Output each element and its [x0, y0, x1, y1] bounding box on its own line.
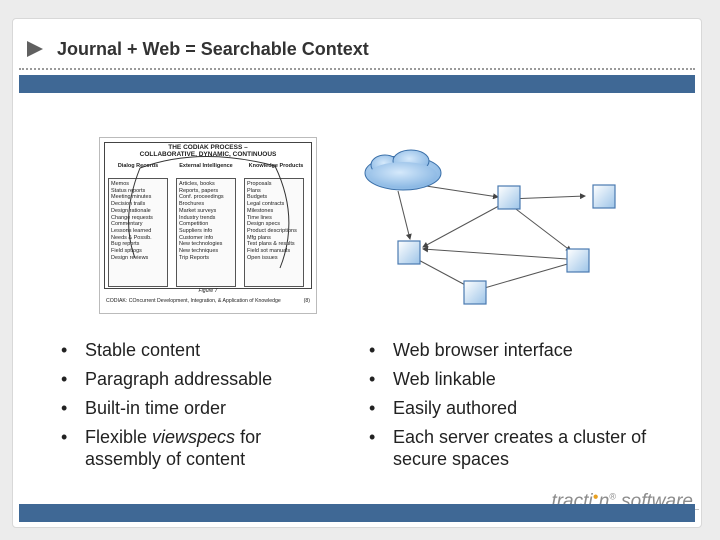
figure-item: Budgets	[247, 194, 268, 201]
logo-dot-icon: ●	[592, 491, 599, 503]
server-node-icon	[497, 185, 521, 210]
bullet-item: Flexible viewspecs for assembly of conte…	[61, 426, 321, 470]
figure-title-line2: COLLABORATIVE, DYNAMIC, CONTINUOUS	[139, 151, 277, 158]
figure-item: Test plans & results	[247, 241, 295, 248]
right-bullet-list: Web browser interface Web linkable Easil…	[369, 339, 689, 477]
bullet-item: Stable content	[61, 339, 321, 361]
figure-caption: CODIAK: COncurrent Development, Integrat…	[106, 298, 281, 304]
bullet-item: Paragraph addressable	[61, 368, 321, 390]
figure-item: Market surveys	[179, 207, 217, 214]
logo-part: n	[598, 491, 610, 512]
bullet-text-rest: for assembly of content	[85, 427, 262, 469]
top-bar	[19, 75, 695, 93]
server-node-icon	[397, 240, 421, 265]
figure-arrows	[128, 156, 290, 269]
bullet-item: Built-in time order	[61, 397, 321, 419]
figure-item: Commentary	[111, 221, 143, 228]
figure-item: Proposals	[247, 181, 272, 187]
slide-title: Journal + Web = Searchable Context	[57, 38, 369, 59]
figure-item: Milestones	[247, 207, 274, 214]
title-arrow-icon	[27, 41, 43, 57]
bullet-item: Each server creates a cluster of secure …	[369, 426, 689, 470]
figure-item: Conf. proceedings	[179, 194, 224, 201]
figure-item: Status reports	[111, 187, 146, 194]
figure-item: Suppliers info	[179, 227, 213, 234]
figure-item: Mfg plans	[247, 234, 271, 241]
figure-item: Design reviews	[111, 254, 149, 261]
figure-item: Lessons learned	[111, 227, 152, 234]
server-node-icon	[463, 280, 487, 305]
figure-item: Change requests	[111, 214, 153, 221]
figure-column-knowledge: Proposals Plans Budgets Legal contracts …	[244, 178, 304, 287]
figure-title: THE CODIAK PROCESS – COLLABORATIVE, DYNA…	[100, 144, 316, 158]
title-row: Journal + Web = Searchable Context	[27, 37, 369, 61]
bottom-bar	[19, 504, 695, 522]
figure-item: Needs & Possib.	[111, 234, 152, 241]
bullet-item: Easily authored	[369, 397, 689, 419]
left-bullet-list: Stable content Paragraph addressable Bui…	[61, 339, 321, 477]
figure-col-heading: Dialog Records	[117, 163, 159, 169]
slide: Journal + Web = Searchable Context THE C…	[12, 18, 702, 528]
figure-frame	[104, 142, 312, 289]
figure-item: Competition	[179, 221, 209, 228]
figure-column-dialog: Memos Status reports Meeting minutes Dec…	[108, 178, 168, 287]
figure-item: Trip Reports	[179, 254, 210, 261]
figure-item: Articles, books	[179, 181, 215, 187]
figure-item: Bug reports	[111, 241, 140, 248]
figure-item: Customer info	[179, 234, 214, 241]
bullet-item: Web browser interface	[369, 339, 689, 361]
figure-item: Decision trails	[111, 201, 146, 208]
dotted-divider	[19, 68, 695, 70]
figure-item: Design rationale	[111, 207, 151, 214]
network-diagram	[364, 149, 616, 305]
figure-item: Open issues	[247, 254, 278, 261]
figure-col-heading: External Intelligence	[179, 163, 233, 169]
codiak-figure: THE CODIAK PROCESS – COLLABORATIVE, DYNA…	[99, 137, 317, 314]
bullet-item: Web linkable	[369, 368, 689, 390]
figure-column-external: Articles, books Reports, papers Conf. pr…	[176, 178, 236, 287]
logo-registered: ®	[609, 491, 616, 502]
server-node-icon	[592, 184, 616, 209]
figure-item: Industry trends	[179, 214, 216, 221]
figure-item: New techniques	[179, 248, 219, 255]
figure-item: Memos	[111, 181, 130, 187]
figure-col-heading: Knowledge Products	[248, 163, 304, 169]
figure-item: Field sptlogs	[111, 248, 142, 255]
figure-item: New technologies	[179, 241, 223, 248]
bullet-text: Flexible	[85, 427, 153, 447]
figure-item: Field sot manuals	[247, 248, 291, 255]
bullet-italic-text: viewspecs	[152, 427, 236, 447]
figure-item: Time lines	[247, 214, 272, 221]
bullet-text: Paragraph addressable	[85, 369, 273, 389]
bullet-text: Stable content	[85, 340, 201, 360]
figure-title-line1: THE CODIAK PROCESS –	[168, 144, 248, 151]
figure-item: Product descriptions	[247, 227, 297, 234]
figure-number: (8)	[303, 298, 310, 304]
figure-item: Brochures	[179, 201, 205, 208]
figure-item: Reports, papers	[179, 187, 219, 194]
figure-item: Design specs	[247, 221, 281, 228]
connection-lines	[397, 183, 586, 291]
server-node-icon	[566, 248, 590, 273]
figure-subcaption: Figure 7	[198, 288, 218, 294]
figure-item: Legal contracts	[247, 201, 285, 208]
cloud-icon	[364, 149, 442, 191]
bullet-text: Built-in time order	[85, 398, 227, 418]
figure-item: Plans	[247, 187, 261, 194]
